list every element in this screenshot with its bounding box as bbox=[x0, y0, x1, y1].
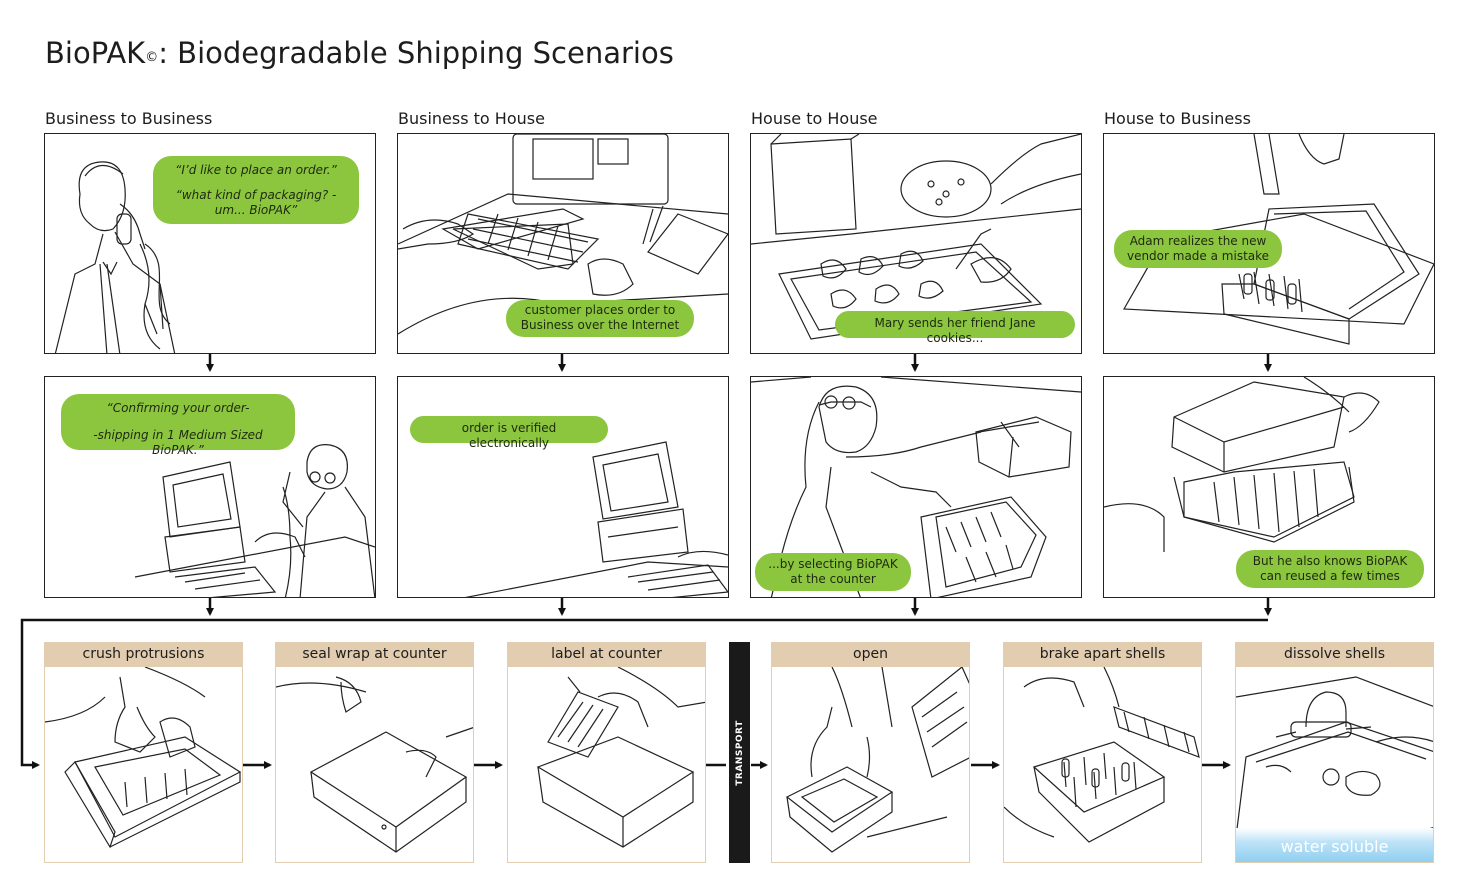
speech-bubble-order: “I’d like to place an order.” “what kind… bbox=[153, 156, 359, 224]
column-label-b2h: Business to House bbox=[398, 109, 545, 128]
speech-bubble-mistake: Adam realizes the new vendor made a mist… bbox=[1114, 230, 1282, 268]
copyright-mark: © bbox=[145, 50, 159, 65]
speech-bubble-selecting: ...by selecting BioPAK at the counter bbox=[755, 553, 911, 591]
column-label-b2b: Business to Business bbox=[45, 109, 213, 128]
speech-bubble-verified: order is verified electronically bbox=[410, 416, 608, 450]
closing-box-illustration bbox=[1104, 377, 1380, 552]
panel-b2h-online-order: customer places order to Business over t… bbox=[397, 133, 729, 354]
panel-b2b-phone-order: “I’d like to place an order.” “what kind… bbox=[44, 133, 376, 354]
transport-label: TRANSPORT bbox=[734, 719, 745, 786]
step-crush-protrusions: crush protrusions bbox=[44, 642, 243, 863]
step-dissolve-shells: dissolve shells water soluble bbox=[1235, 642, 1434, 863]
page-title: BioPAK©: Biodegradable Shipping Scenario… bbox=[45, 36, 674, 70]
man-on-phone-illustration bbox=[54, 161, 176, 353]
panel-h2h-cookies: Mary sends her friend Jane cookies... bbox=[750, 133, 1082, 354]
transport-divider: TRANSPORT bbox=[729, 642, 750, 863]
title-main: BioPAK bbox=[45, 36, 146, 70]
water-soluble-label: water soluble bbox=[1280, 837, 1389, 856]
step-seal-wrap: seal wrap at counter bbox=[275, 642, 474, 863]
brake-apart-illustration bbox=[1004, 667, 1200, 843]
step-label-brake: brake apart shells bbox=[1004, 643, 1201, 667]
speech-bubble-cookies: Mary sends her friend Jane cookies... bbox=[835, 311, 1075, 345]
panel-b2h-verified: order is verified electronically bbox=[397, 376, 729, 598]
step-label-dissolve: dissolve shells bbox=[1236, 643, 1433, 667]
panel-h2b-mistake: Adam realizes the new vendor made a mist… bbox=[1103, 133, 1435, 354]
panel-h2h-counter: ...by selecting BioPAK at the counter bbox=[750, 376, 1082, 598]
step-label-crush: crush protrusions bbox=[45, 643, 242, 667]
step-label-label: label at counter bbox=[508, 643, 705, 667]
panel-h2b-reuse: But he also knows BioPAK can reused a fe… bbox=[1103, 376, 1435, 598]
seal-wrap-illustration bbox=[276, 676, 473, 853]
panel-b2b-confirm: “Confirming your order- -shipping in 1 M… bbox=[44, 376, 376, 598]
step-label-seal: seal wrap at counter bbox=[276, 643, 473, 667]
step-brake-apart-shells: brake apart shells bbox=[1003, 642, 1202, 863]
bubble-line-order: “I’d like to place an order.” bbox=[175, 163, 337, 177]
label-illustration bbox=[536, 667, 705, 848]
title-rest: : Biodegradable Shipping Scenarios bbox=[158, 36, 674, 70]
bubble-line-packaging: “what kind of packaging? - um... BioPAK” bbox=[175, 188, 337, 217]
speech-bubble-internet-order: customer places order to Business over t… bbox=[506, 300, 694, 337]
step-open: open bbox=[771, 642, 970, 863]
bubble-line-shipping: -shipping in 1 Medium Sized BioPAK.” bbox=[93, 428, 263, 457]
bubble-line-confirm: “Confirming your order- bbox=[106, 401, 250, 415]
crush-illustration bbox=[45, 667, 242, 849]
step-label-open: open bbox=[772, 643, 969, 667]
computer-illustration bbox=[465, 441, 728, 597]
woman-with-gift-illustration bbox=[751, 377, 1081, 597]
cookie-tray-illustration bbox=[751, 134, 1081, 340]
speech-bubble-confirm: “Confirming your order- -shipping in 1 M… bbox=[61, 394, 295, 457]
sink-illustration bbox=[1236, 676, 1433, 862]
opened-box-illustration bbox=[1122, 134, 1434, 345]
column-label-h2h: House to House bbox=[751, 109, 878, 128]
column-label-h2b: House to Business bbox=[1104, 109, 1251, 128]
speech-bubble-reuse: But he also knows BioPAK can reused a fe… bbox=[1236, 550, 1424, 588]
open-box-illustration bbox=[785, 667, 969, 853]
water-soluble-area: water soluble bbox=[1236, 828, 1433, 862]
step-label-at-counter: label at counter bbox=[507, 642, 706, 863]
man-at-computer-illustration bbox=[134, 444, 375, 597]
